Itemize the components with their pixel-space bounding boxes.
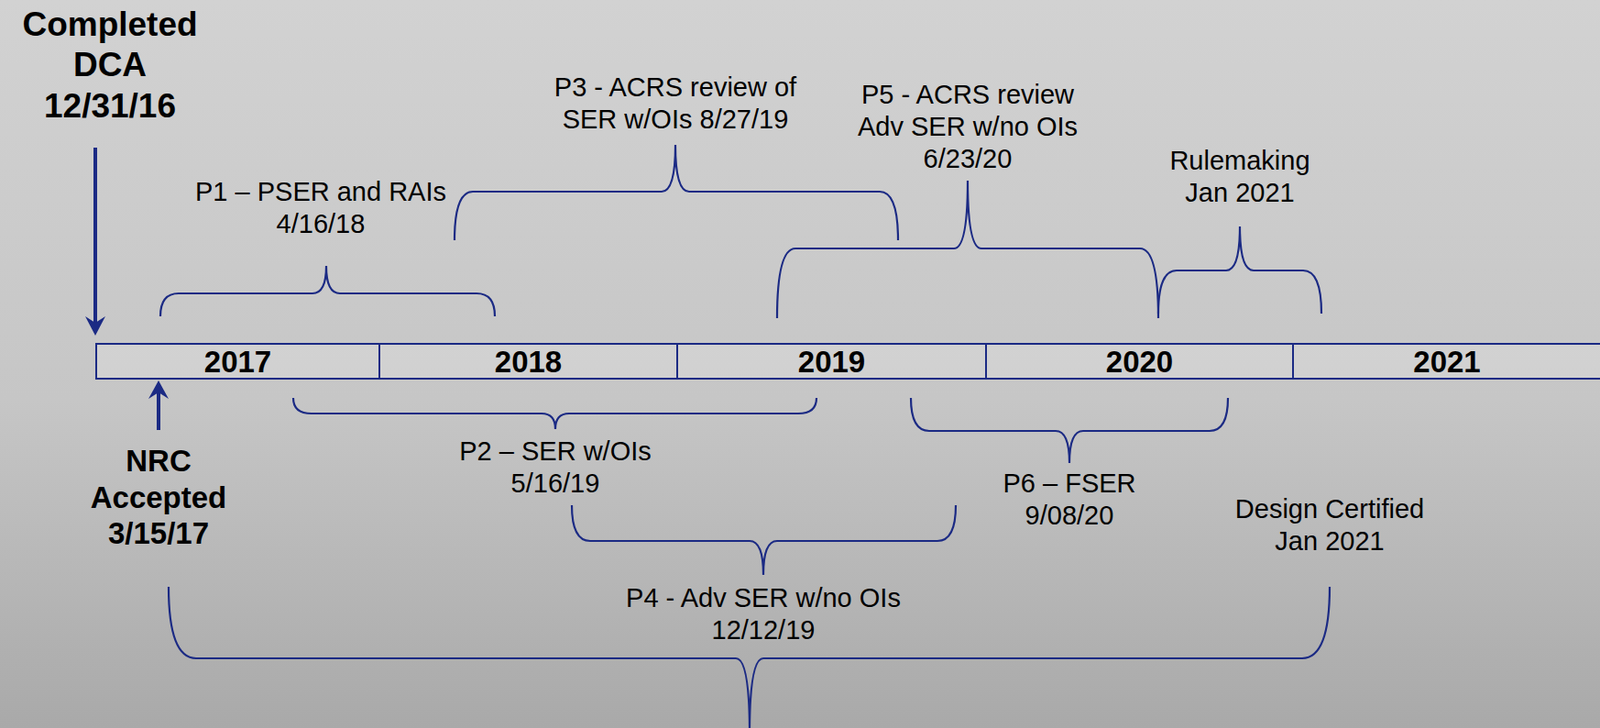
- milestone-label: Design Certified Jan 2021: [1215, 493, 1445, 558]
- milestone-label: Completed DCA 12/31/16: [9, 4, 211, 127]
- arrow-head: [148, 380, 169, 399]
- pointer-arrow: [93, 147, 98, 323]
- year-label: 2020: [1106, 345, 1173, 378]
- year-box: 2019: [676, 342, 987, 380]
- bracket: [454, 144, 899, 241]
- phase-label: P6 – FSER 9/08/20: [977, 467, 1162, 532]
- milestone-label: NRC Accepted 3/15/17: [66, 442, 251, 552]
- phase-label: P2 – SER w/OIs 5/16/19: [440, 435, 670, 500]
- year-label: 2017: [204, 345, 272, 378]
- year-box: 2018: [378, 342, 679, 380]
- year-label: 2019: [798, 345, 866, 378]
- pointer-arrow: [156, 392, 161, 430]
- bracket: [571, 504, 956, 575]
- bracket: [293, 397, 817, 429]
- bracket: [910, 397, 1228, 463]
- year-label: 2021: [1413, 345, 1480, 378]
- phase-label: P4 - Adv SER w/no OIs 12/12/19: [612, 581, 915, 647]
- year-label: 2018: [494, 345, 562, 378]
- phase-label: P1 – PSER and RAIs 4/16/18: [183, 175, 459, 241]
- bracket: [777, 180, 1159, 318]
- phase-label: P5 - ACRS review Adv SER w/no OIs 6/23/2…: [839, 78, 1096, 175]
- arrow-head: [85, 316, 106, 336]
- bracket: [160, 265, 495, 317]
- year-box: 2020: [985, 342, 1294, 380]
- year-box: 2021: [1292, 342, 1600, 380]
- phase-label: P3 - ACRS review of SER w/OIs 8/27/19: [537, 71, 813, 136]
- phase-label: Rulemaking Jan 2021: [1148, 144, 1332, 209]
- bracket: [1158, 226, 1322, 314]
- year-box: 2017: [95, 342, 381, 380]
